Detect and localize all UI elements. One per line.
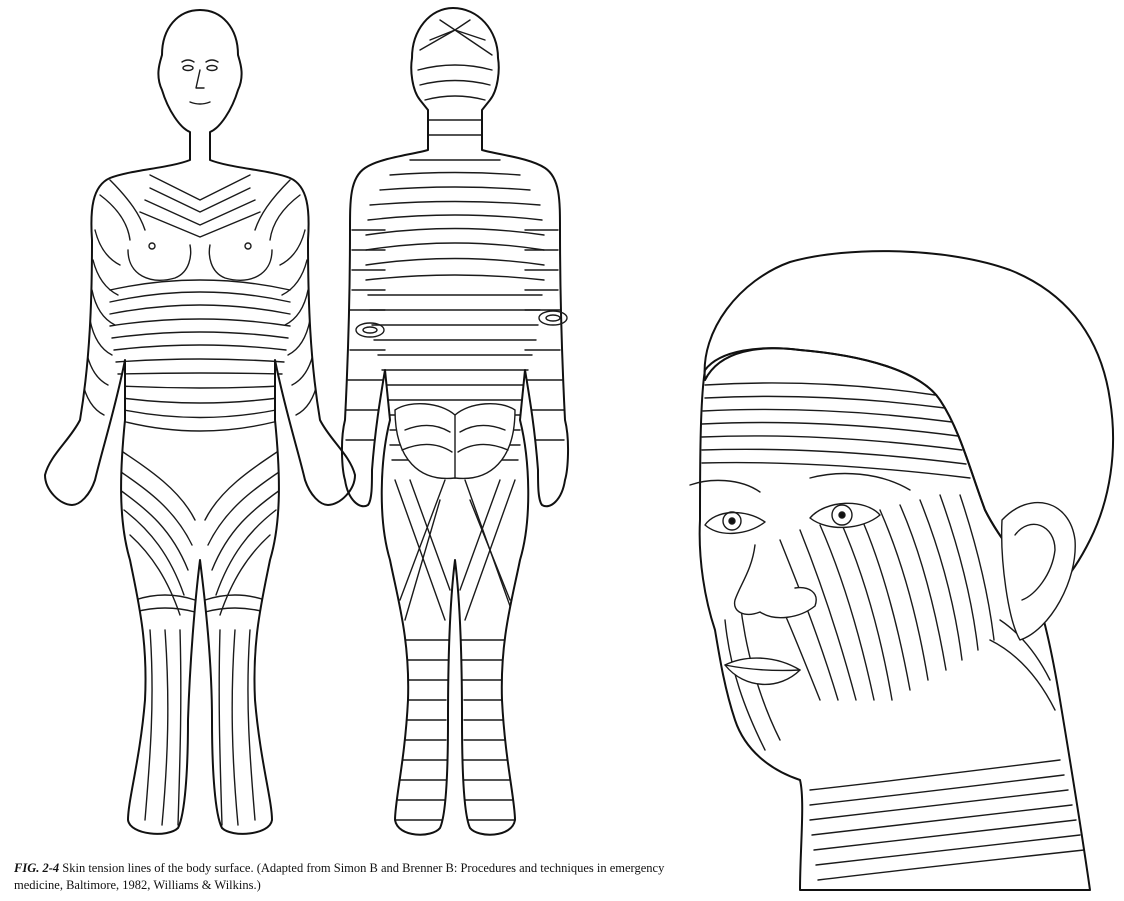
caption-text: Skin tension lines of the body surface. … (14, 861, 664, 892)
figure-caption: FIG. 2-4 Skin tension lines of the body … (14, 860, 694, 894)
front-body-outline (45, 10, 355, 834)
front-face-features (182, 60, 218, 104)
front-chest-detail (128, 243, 272, 280)
figure-label: FIG. 2-4 (14, 861, 59, 875)
back-body-view (342, 8, 568, 835)
front-body-view (45, 10, 355, 834)
head-face-view (690, 251, 1113, 890)
front-tension-lines (82, 175, 318, 825)
